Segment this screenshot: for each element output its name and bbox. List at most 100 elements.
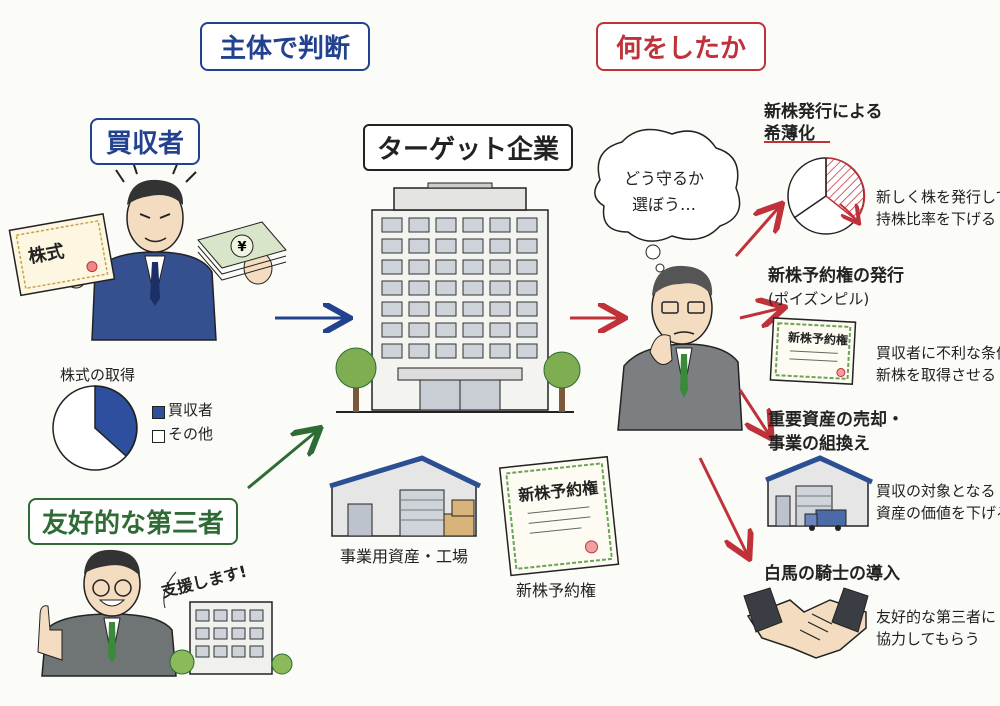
legend-other-swatch	[152, 430, 165, 443]
building-window	[435, 280, 457, 296]
arrow-to-poison-pill	[739, 308, 782, 318]
acquirer-label: 買収者	[90, 118, 201, 165]
building-window	[435, 322, 457, 338]
office-window	[213, 645, 228, 658]
building-window	[516, 217, 538, 233]
warrant-label: 新株予約権	[516, 581, 597, 600]
ownership-pie-chart	[52, 385, 138, 471]
office-window	[195, 627, 210, 640]
speech-mark	[163, 571, 177, 609]
building-window	[381, 238, 403, 254]
building-window	[435, 217, 457, 233]
small-office-building	[169, 601, 293, 675]
ownership-title: 株式の取得	[60, 366, 136, 384]
building-window	[381, 343, 403, 359]
building-window	[408, 322, 430, 338]
building-window	[408, 301, 430, 317]
office-window	[195, 609, 210, 622]
arrow-to-dilution	[734, 206, 780, 257]
handshake-icon	[743, 587, 869, 659]
poison-pill-title-2: (ポイズンピル)	[768, 290, 870, 308]
building-window	[489, 343, 511, 359]
building-window	[516, 322, 538, 338]
building-window	[381, 301, 403, 317]
defender-figure	[617, 265, 743, 431]
cash-stack-icon: ¥	[197, 221, 287, 281]
building-window	[489, 217, 511, 233]
stock-certificate-icon	[8, 212, 116, 297]
thought-line-2: 選ぼう…	[632, 195, 697, 214]
building-window	[381, 322, 403, 338]
office-window	[195, 645, 210, 658]
white-knight-desc-1: 友好的な第三者に	[876, 608, 997, 626]
crown-jewel-title-2: 事業の組換え	[768, 434, 870, 454]
truck-icon	[804, 509, 847, 531]
friendly-person-figure	[37, 549, 177, 677]
building-window	[435, 238, 457, 254]
building-window	[489, 322, 511, 338]
legend-other-label: その他	[168, 425, 214, 443]
svg-text:¥: ¥	[237, 240, 246, 255]
legend-acquirer-swatch	[152, 406, 165, 419]
friendly-label: 友好的な第三者	[28, 498, 239, 545]
building-window	[462, 343, 484, 359]
building-window	[435, 343, 457, 359]
building-window	[516, 301, 538, 317]
white-knight-desc-2: 協力してもらう	[876, 630, 980, 648]
building-window	[462, 259, 484, 275]
office-window	[249, 627, 264, 640]
warehouse-icon	[765, 455, 874, 527]
dilution-desc-1: 新しく株を発行して	[876, 188, 1000, 206]
poison-pill-desc-1: 買収者に不利な条件で	[876, 344, 1000, 362]
building-window	[462, 280, 484, 296]
dilution-title-1: 新株発行による	[764, 102, 883, 122]
building-window	[462, 322, 484, 338]
building-window	[516, 280, 538, 296]
building-window	[381, 217, 403, 233]
building-window	[489, 259, 511, 275]
header-subject: 主体で判断	[200, 22, 371, 71]
office-window	[213, 627, 228, 640]
building-window	[516, 259, 538, 275]
building-window	[462, 301, 484, 317]
warrant-certificate-icon	[498, 455, 620, 577]
poison-pill-title-1: 新株予約権の発行	[768, 266, 904, 286]
office-window	[249, 609, 264, 622]
arrow-friendly-to-target	[247, 430, 318, 490]
dilution-title-2: 希薄化	[764, 124, 815, 144]
building-window	[462, 217, 484, 233]
building-window	[408, 280, 430, 296]
office-window	[249, 645, 264, 658]
target-building	[335, 182, 581, 413]
factory-label: 事業用資産・工場	[340, 547, 469, 566]
building-window	[408, 217, 430, 233]
arrow-to-crown-jewel	[738, 389, 770, 436]
building-window	[408, 259, 430, 275]
dilution-pie-chart	[787, 157, 866, 235]
building-window	[489, 238, 511, 254]
poison-pill-doc-text: 新株予約権	[787, 330, 849, 348]
target-label: ターゲット企業	[363, 124, 574, 171]
crown-jewel-desc-1: 買収の対象となる	[876, 482, 996, 500]
building-window	[489, 301, 511, 317]
building-window	[381, 280, 403, 296]
office-window	[231, 609, 246, 622]
header-action: 何をしたか	[596, 22, 767, 71]
office-window	[231, 627, 246, 640]
factory-icon	[329, 455, 482, 537]
arrow-to-white-knight	[698, 457, 748, 556]
building-window	[489, 280, 511, 296]
dilution-desc-2: 持株比率を下げる	[876, 210, 997, 228]
building-window	[408, 238, 430, 254]
office-window	[231, 645, 246, 658]
building-window	[516, 238, 538, 254]
thought-bubble	[594, 128, 741, 273]
crown-jewel-title-1: 重要資産の売却・	[768, 410, 904, 430]
legend-acquirer-label: 買収者	[168, 401, 214, 419]
poison-pill-certificate-icon	[769, 317, 857, 385]
building-window	[408, 343, 430, 359]
building-window	[516, 343, 538, 359]
crown-jewel-desc-2: 資産の価値を下げる	[876, 504, 1000, 522]
building-window	[435, 301, 457, 317]
